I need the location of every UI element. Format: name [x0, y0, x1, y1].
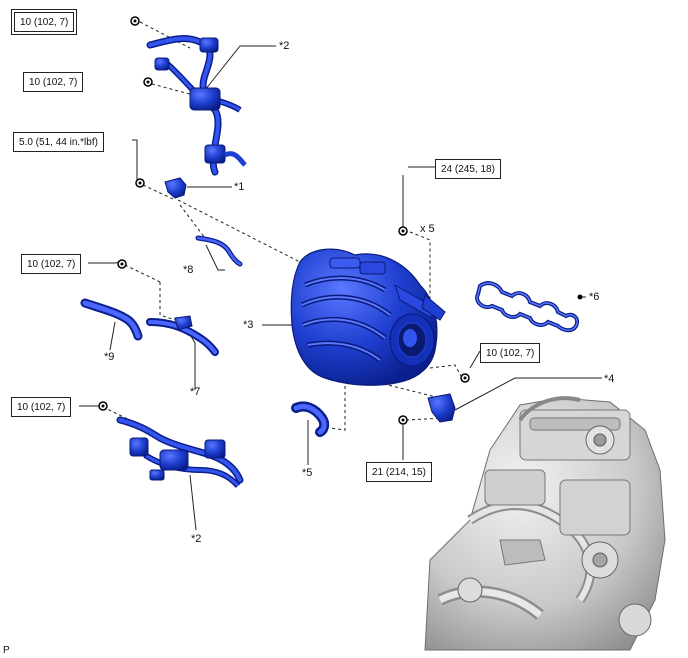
hose-part-5 — [291, 401, 330, 437]
bullet-icon — [577, 294, 583, 300]
dashed-guides — [102, 21, 463, 431]
corner-mark: P — [3, 645, 10, 656]
bolt-icon-4 — [117, 259, 127, 269]
torque-spec-box: 10 (102, 7) — [23, 72, 84, 92]
torque-spec-box: 10 (102, 7) — [480, 343, 541, 363]
bolt-icon-8 — [398, 415, 408, 425]
part-label: *7 — [190, 386, 201, 398]
engine-assembly — [424, 396, 666, 651]
part-label: *5 — [302, 467, 313, 479]
wire-harness-lower — [116, 416, 244, 489]
bolt-icon-7 — [98, 401, 108, 411]
torque-spec-box: 10 (102, 7) — [10, 9, 78, 35]
pipe-part-7 — [146, 315, 219, 356]
quantity-label: x 5 — [420, 223, 435, 235]
hose-part-9 — [80, 298, 143, 341]
gasket-part-6 — [475, 281, 579, 333]
part-label: *2 — [279, 40, 290, 52]
torque-spec-box: 10 (102, 7) — [11, 397, 72, 417]
torque-spec-box: 5.0 (51, 44 in.*lbf) — [13, 132, 104, 152]
part-label: *8 — [183, 264, 194, 276]
torque-spec-box: 10 (102, 7) — [21, 254, 82, 274]
part-label: *9 — [104, 351, 115, 363]
bolts — [98, 16, 583, 425]
part-label: *4 — [604, 373, 615, 385]
torque-spec-box: 24 (245, 18) — [435, 159, 501, 179]
intake-manifold-part-3 — [290, 248, 446, 386]
bracket-part-1 — [164, 177, 187, 199]
part-label: *1 — [234, 181, 245, 193]
part-label: *3 — [243, 319, 254, 331]
part-label: *6 — [589, 291, 600, 303]
bolt-icon-5 — [398, 226, 408, 236]
leader-lines — [79, 45, 602, 531]
bolt-icon-2 — [143, 77, 153, 87]
torque-spec-box: 21 (214, 15) — [366, 462, 432, 482]
bolt-icon-1 — [130, 16, 140, 26]
part-label: *2 — [191, 533, 202, 545]
bracket-part-4 — [427, 393, 456, 423]
hose-part-8 — [195, 235, 243, 267]
bolt-icon-6 — [460, 373, 470, 383]
bolt-icon-3 — [135, 178, 145, 188]
wire-harness-upper — [146, 35, 247, 176]
